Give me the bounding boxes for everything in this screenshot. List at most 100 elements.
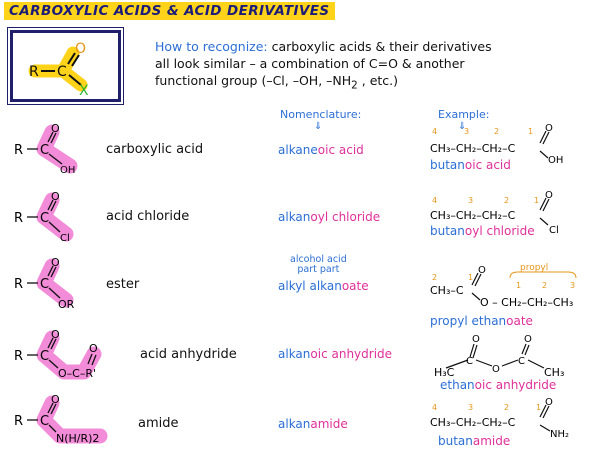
intro-line3: functional group (–Cl, –OH, –NH xyxy=(155,73,352,88)
acid-label: acid xyxy=(327,254,347,265)
ex-stem: butan xyxy=(430,224,465,238)
propyl-ethanoate-structure: propyl 2 1 1 2 3 CH₃–C O O – CH₂–CH₂–CH₃ xyxy=(430,263,577,309)
group-label: OH xyxy=(60,165,75,176)
ex-stem: ethan xyxy=(440,378,475,392)
nomenclature-header-label: Nomenclature: xyxy=(280,108,362,121)
example-name: butanamide xyxy=(438,434,510,448)
svg-text:C: C xyxy=(40,414,49,429)
svg-text:O: O xyxy=(51,122,60,135)
group-label: OR xyxy=(58,298,75,311)
acid-part-label: part xyxy=(319,264,340,275)
intro-line3-end: , etc.) xyxy=(357,73,399,88)
butanamide-structure: 4 3 2 1 CH₃–CH₂–CH₂–C O NH₂ xyxy=(430,397,569,438)
amide-structure: R C O N(H/R)2 xyxy=(14,394,108,445)
svg-text:C: C xyxy=(466,356,473,367)
example-name: propyl ethanoate xyxy=(430,314,533,328)
example-header-label: Example: xyxy=(438,108,490,121)
page-title: CARBOXYLIC ACIDS & ACID DERIVATIVES xyxy=(4,2,335,20)
svg-text:H₃C: H₃C xyxy=(434,366,455,378)
svg-text:NH₂: NH₂ xyxy=(550,429,569,438)
row-name: carboxylic acid xyxy=(106,142,204,157)
ester-annotation: alcohol acid part part xyxy=(290,255,347,275)
nom-suffix: oic acid xyxy=(317,143,364,157)
svg-text:2: 2 xyxy=(504,403,509,412)
svg-text:2: 2 xyxy=(432,273,437,282)
svg-text:O: O xyxy=(492,364,500,375)
intro-label: How to recognize: xyxy=(155,39,268,54)
nom-suffix: oic anhydride xyxy=(310,347,393,361)
ex-suffix: oate xyxy=(506,314,533,328)
svg-text:R: R xyxy=(14,349,23,364)
o-label: O xyxy=(75,41,86,57)
intro-line1: carboxylic acids & their derivatives xyxy=(271,39,492,54)
c-label: C xyxy=(57,64,67,80)
svg-text:3: 3 xyxy=(570,281,575,290)
svg-text:O – CH₂–CH₂–CH₃: O – CH₂–CH₂–CH₃ xyxy=(480,296,573,309)
svg-text:R: R xyxy=(14,414,23,429)
svg-text:O: O xyxy=(89,342,98,355)
intro-text: How to recognize: carboxylic acids & the… xyxy=(155,38,585,95)
svg-text:O: O xyxy=(51,256,60,269)
svg-text:R: R xyxy=(14,277,23,292)
ex-stem: butan xyxy=(430,158,465,172)
intro-line2: all look similar – a combination of C=O … xyxy=(155,56,465,71)
svg-text:1: 1 xyxy=(534,196,539,205)
svg-text:Cl: Cl xyxy=(549,225,559,236)
alcohol-part-label: part xyxy=(297,264,317,275)
example-name: ethanoic anhydride xyxy=(440,378,556,392)
svg-text:OH: OH xyxy=(548,155,563,166)
example-header: Example: xyxy=(438,108,489,121)
svg-text:4: 4 xyxy=(432,196,437,205)
svg-text:2: 2 xyxy=(504,196,509,205)
group-label: O–C–R' xyxy=(58,367,96,380)
nom-stem: alkan xyxy=(278,210,311,224)
down-arrow-icon: ⇓ xyxy=(458,121,467,132)
svg-text:3: 3 xyxy=(464,127,469,136)
general-structure-drawing: R C O X xyxy=(28,41,89,99)
nom-stem: alkyl alkan xyxy=(278,279,342,293)
butanoic-acid-structure: 4 3 2 1 CH₃–CH₂–CH₂–C O OH xyxy=(430,123,563,166)
butanoyl-chloride-structure: 4 3 2 1 CH₃–CH₂–CH₂–C O Cl xyxy=(430,190,559,236)
svg-text:C: C xyxy=(40,349,49,364)
svg-text:1: 1 xyxy=(468,273,473,282)
svg-text:C: C xyxy=(518,356,525,367)
svg-text:O: O xyxy=(524,334,532,345)
svg-text:2: 2 xyxy=(542,281,547,290)
alcohol-label: alcohol xyxy=(290,254,324,265)
ex-suffix: oyl chloride xyxy=(464,224,535,238)
intro-line3-sub: 2 xyxy=(351,79,358,92)
group-label: N(H/R)2 xyxy=(56,432,99,445)
svg-text:3: 3 xyxy=(468,403,473,412)
nom-suffix: oyl chloride xyxy=(310,210,381,224)
svg-text:O: O xyxy=(478,265,486,276)
x-label: X xyxy=(79,83,89,99)
svg-text:C: C xyxy=(40,143,49,158)
group-label: Cl xyxy=(60,233,70,244)
nom-stem: alkan xyxy=(278,347,311,361)
ex-stem: butan xyxy=(438,434,473,448)
ethanoic-anhydride-structure: O H₃C C O C O CH₃ xyxy=(434,334,564,378)
ex-suffix: amide xyxy=(472,434,511,448)
svg-text:O: O xyxy=(51,190,60,203)
svg-text:O: O xyxy=(472,334,480,345)
nom-suffix: oate xyxy=(341,279,369,293)
nom-stem: alkane xyxy=(278,143,318,157)
nomenclature-text: alkaneoic acid xyxy=(278,143,364,157)
svg-text:CH₃–CH₂–CH₂–C: CH₃–CH₂–CH₂–C xyxy=(430,209,516,222)
row-name: acid chloride xyxy=(106,209,190,224)
acid-anhydride-structure: R C O O–C–R' O xyxy=(14,328,102,380)
svg-text:CH₃: CH₃ xyxy=(544,366,564,378)
svg-text:CH₃–C: CH₃–C xyxy=(430,284,464,297)
svg-text:1: 1 xyxy=(516,281,521,290)
svg-text:C: C xyxy=(40,277,49,292)
svg-text:O: O xyxy=(51,328,60,341)
svg-text:O: O xyxy=(51,394,60,406)
acid-chloride-structure: R C O Cl xyxy=(14,190,74,244)
svg-text:2: 2 xyxy=(494,127,499,136)
svg-text:O: O xyxy=(545,190,553,201)
svg-text:C: C xyxy=(40,211,49,226)
svg-text:4: 4 xyxy=(432,403,437,412)
svg-text:4: 4 xyxy=(432,127,437,136)
svg-text:1: 1 xyxy=(536,403,541,412)
nomenclature-text: alkyl alkanoate xyxy=(278,279,369,293)
